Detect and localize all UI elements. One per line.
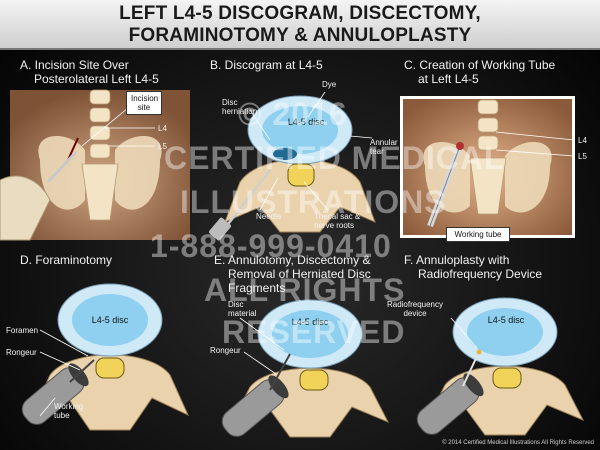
callout-working-tube-c: Working tube bbox=[446, 227, 510, 242]
callout-a-l4: L4 bbox=[158, 124, 167, 133]
panel-c-label-1: C. Creation of Working Tube bbox=[404, 58, 556, 72]
watermark-line-3: ILLUSTRATIONS bbox=[180, 184, 447, 220]
callout-working-tube-d: Working tube bbox=[54, 402, 84, 420]
panel-c-label-2: at Left L4-5 bbox=[418, 72, 479, 86]
panel-d-label-1: D. Foraminotomy bbox=[20, 253, 113, 267]
watermark-line-2: CERTIFIED MEDICAL bbox=[164, 140, 505, 176]
callout-foramen: Foramen bbox=[6, 326, 39, 335]
callout-c-l5: L5 bbox=[578, 152, 587, 161]
panel-f-label-2: Radiofrequency Device bbox=[418, 267, 543, 281]
title-line-1: LEFT L4-5 DISCOGRAM, DISCECTOMY, bbox=[119, 3, 481, 24]
watermark-line-4: 1-888-999-0410 bbox=[150, 228, 392, 264]
panel-d-disc-label: L4-5 disc bbox=[91, 315, 129, 325]
callout-radiofrequency-device: Radiofrequency device bbox=[386, 300, 444, 318]
panel-b-illustration bbox=[209, 91, 376, 241]
panel-e-illustration bbox=[221, 299, 390, 438]
title-line-2: FORAMINOTOMY & ANNULOPLASTY bbox=[128, 25, 472, 46]
panel-c-illustration bbox=[400, 96, 575, 238]
callout-rongeur-e: Rongeur bbox=[210, 346, 241, 355]
panel-b-label-1: B. Discogram at L4-5 bbox=[210, 58, 323, 72]
panel-e-label-2: Removal of Herniated Disc bbox=[228, 267, 371, 281]
panel-a-label-2: Posterolateral Left L4-5 bbox=[34, 72, 159, 86]
panel-e-label-1: E. Annulotomy, Discectomy & bbox=[214, 253, 371, 267]
watermark-line-6: RESERVED bbox=[222, 314, 406, 350]
copyright-notice: © 2014 Certified Medical Illustrations A… bbox=[442, 440, 594, 446]
panel-d-illustration bbox=[21, 283, 190, 431]
callout-incision-site: Incision site bbox=[126, 91, 162, 115]
panel-a-illustration bbox=[0, 89, 190, 241]
panel-f-label-1: F. Annuloplasty with bbox=[404, 253, 510, 267]
panel-a-label-1: A. Incision Site Over bbox=[20, 58, 129, 72]
watermark-line-1: © 2016 bbox=[238, 96, 348, 132]
callout-annular-tear: Annular tear bbox=[370, 138, 398, 156]
callout-thecal-sac: Thecal sac & nerve roots bbox=[314, 212, 361, 230]
callout-disc-herniation: Disc herniation bbox=[222, 98, 258, 116]
callout-rongeur-d: Rongeur bbox=[6, 348, 37, 357]
panel-e-label-3: Fragments bbox=[228, 281, 286, 295]
callout-c-l4: L4 bbox=[578, 136, 587, 145]
callout-disc-material: Disc material bbox=[228, 300, 257, 318]
panel-e-disc-label: L4-5 disc bbox=[291, 317, 329, 327]
callout-dye: Dye bbox=[322, 80, 337, 89]
panel-f-illustration bbox=[416, 297, 585, 436]
panel-f-disc-label: L4-5 disc bbox=[487, 315, 525, 325]
panel-b-disc-label: L4-5 disc bbox=[287, 117, 325, 127]
callout-a-l5: L5 bbox=[158, 142, 167, 151]
watermark-line-5: ALL RIGHTS bbox=[204, 272, 406, 308]
callout-needle: Needle bbox=[256, 212, 282, 221]
title-band: LEFT L4-5 DISCOGRAM, DISCECTOMY, FORAMIN… bbox=[0, 0, 600, 50]
